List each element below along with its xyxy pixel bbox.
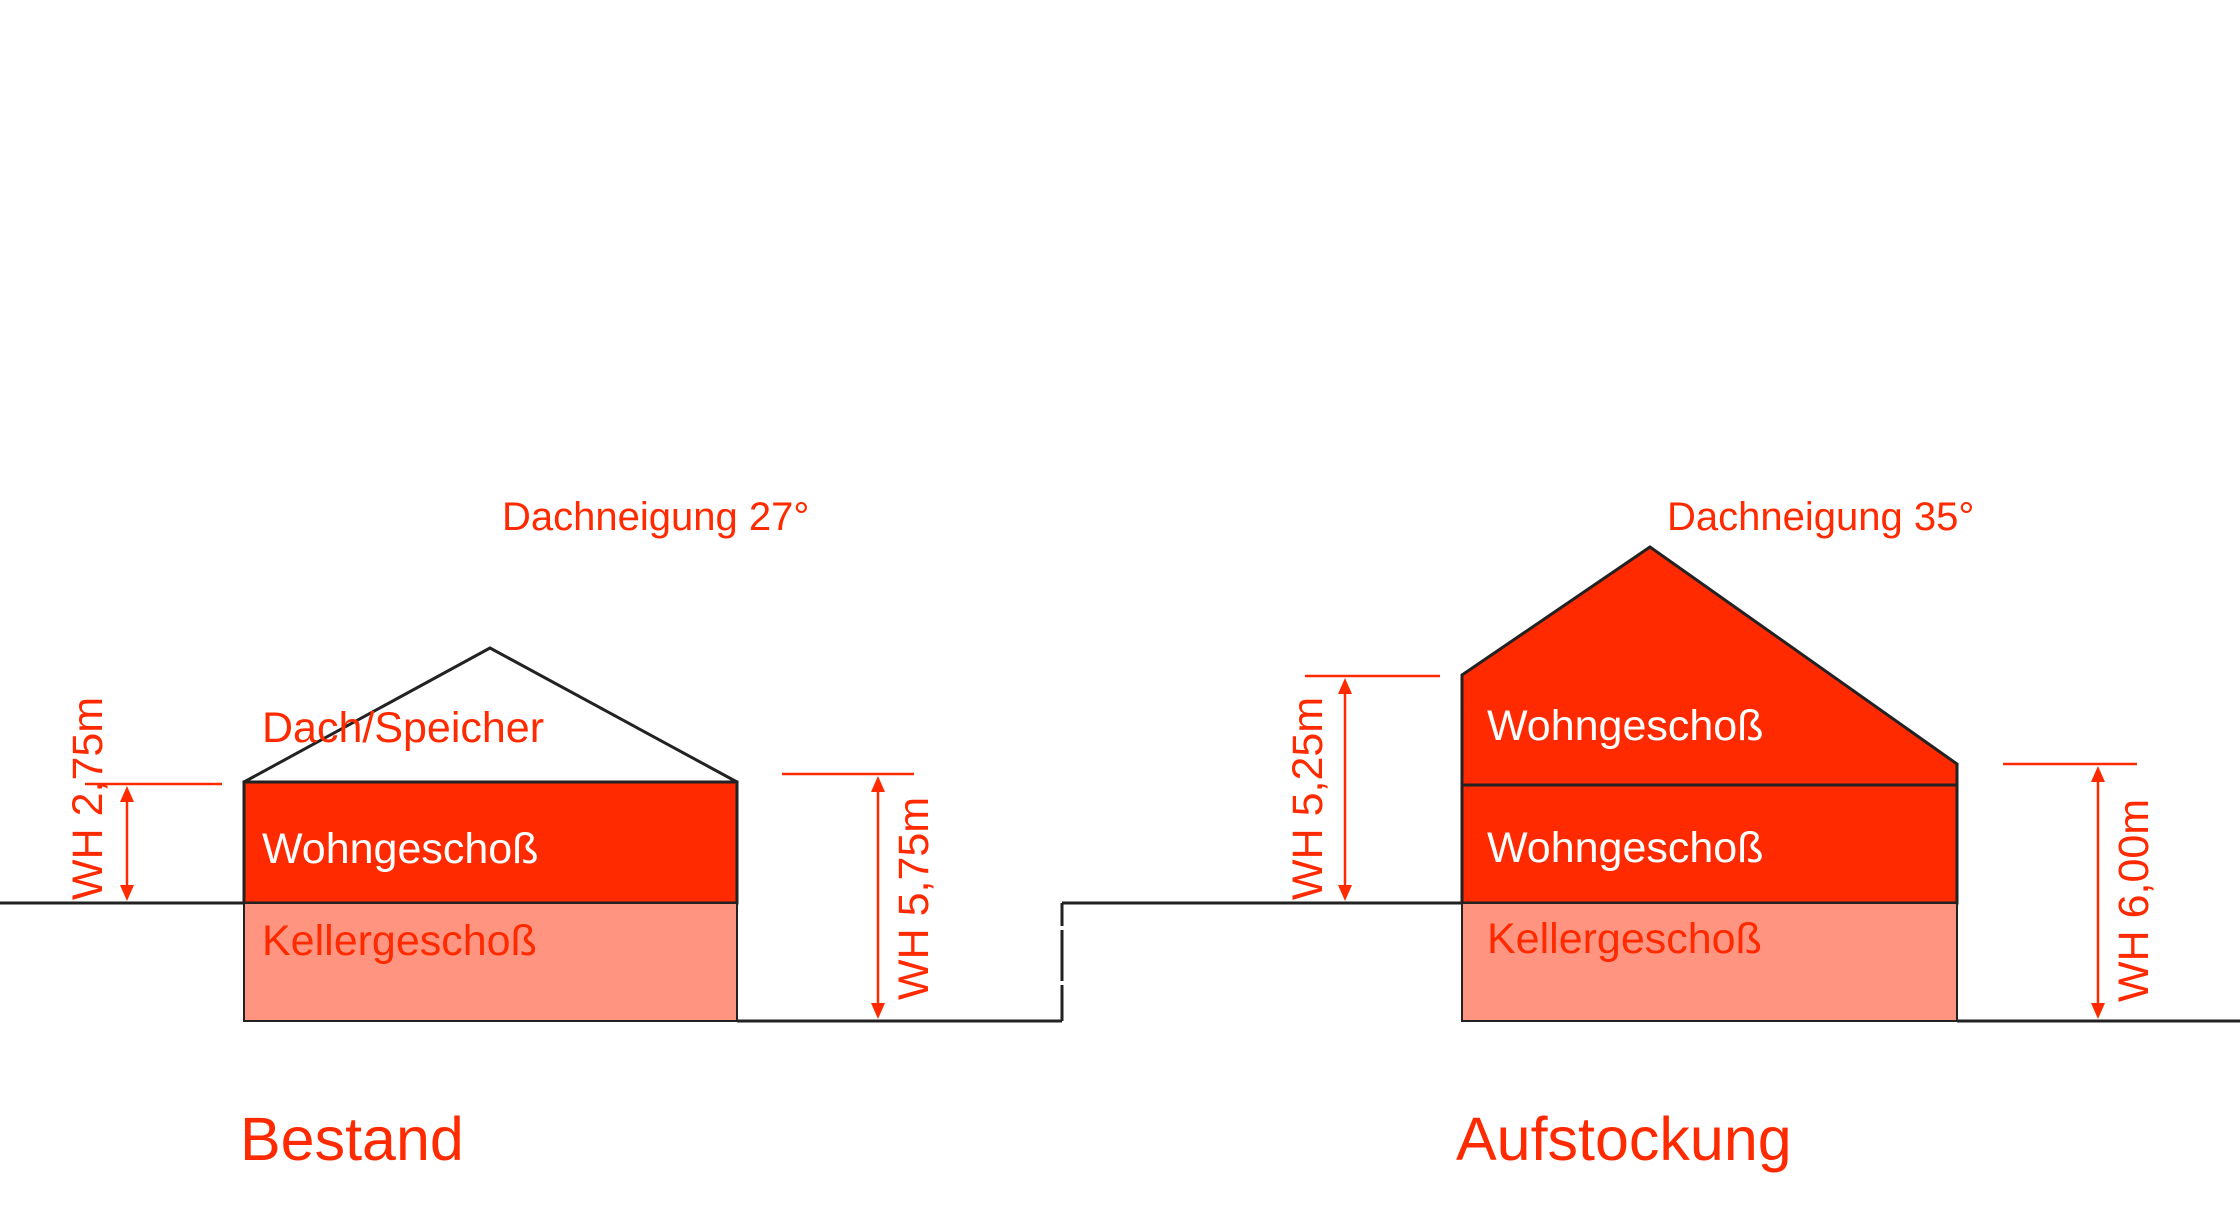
basement-floor [243, 902, 738, 1022]
upper-living-floor [1460, 545, 1959, 787]
building-bestand [242, 646, 739, 1022]
roof-pitch-label-right: Dachneigung 35° [1667, 495, 1974, 539]
wh-lower-label-left: WH 5,75m [890, 797, 938, 1000]
living-floor [242, 780, 739, 905]
terrain-line [0, 901, 2240, 1023]
caption-bestand: Bestand [240, 1105, 464, 1173]
living-floor-label: Wohngeschoß [262, 825, 538, 873]
building-aufstockung [1460, 545, 1959, 1022]
wh-upper-label-right: WH 5,25m [1284, 697, 1332, 900]
basement-label: Kellergeschoß [262, 917, 537, 965]
basement-floor-right [1461, 902, 1958, 1022]
lower-living-floor-label: Wohngeschoß [1487, 824, 1763, 872]
basement-label-right: Kellergeschoß [1487, 915, 1762, 963]
dimension-lines [85, 674, 2137, 1019]
roof-pitch-label-left: Dachneigung 27° [502, 495, 809, 539]
upper-living-floor-label: Wohngeschoß [1487, 702, 1763, 750]
terrain-break-marks [1059, 926, 1065, 985]
wh-lower-label-right: WH 6,00m [2110, 799, 2158, 1002]
caption-aufstockung: Aufstockung [1456, 1105, 1792, 1173]
wh-upper-label-left: WH 2,75m [64, 697, 112, 900]
attic-label: Dach/Speicher [262, 704, 544, 752]
lower-living-floor [1460, 783, 1959, 905]
